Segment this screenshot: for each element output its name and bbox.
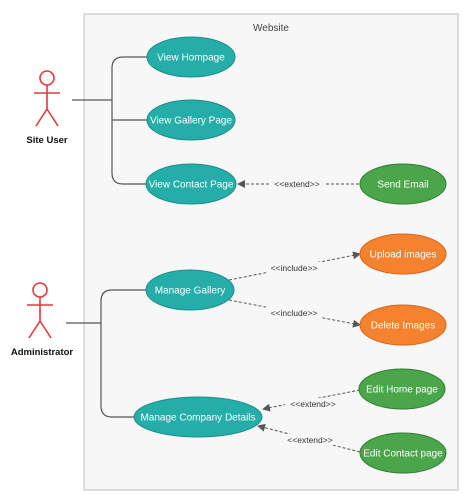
use-case-manage-company-details[interactable]: Manage Company Details — [133, 396, 263, 438]
actor-label: Administrator — [11, 347, 74, 358]
include-label-upload: <<include>> — [271, 263, 318, 273]
extend-label-send-email: <<extend>> — [274, 179, 319, 189]
use-case-view-contact-page[interactable]: View Contact Page — [145, 163, 237, 205]
use-case-label: Edit Home page — [366, 385, 438, 396]
use-case-upload-images[interactable]: Upload images — [359, 233, 447, 275]
use-case-label: Upload images — [370, 250, 437, 261]
include-label-delete: <<include>> — [271, 308, 318, 318]
actor-administrator[interactable]: Administrator — [11, 282, 74, 358]
use-case-delete-images[interactable]: Delete Images — [359, 304, 447, 346]
use-case-manage-gallery[interactable]: Manage Gallery — [145, 269, 235, 311]
site-user-associations — [72, 56, 150, 185]
stick-figure-icon — [27, 282, 53, 339]
use-case-label: Edit Contact page — [363, 449, 443, 460]
extend-line-edit-home — [262, 389, 361, 412]
use-case-send-email[interactable]: Send Email — [359, 163, 447, 205]
use-case-edit-home-page[interactable]: Edit Home page — [358, 368, 446, 410]
relationship-label-backgrounds — [266, 178, 341, 445]
use-case-label: Manage Company Details — [140, 413, 255, 424]
actor-site-user[interactable]: Site User — [26, 70, 68, 146]
use-case-label: Send Email — [377, 180, 428, 191]
use-case-label: View Contact Page — [149, 180, 234, 191]
extend-label-edit-contact: <<extend>> — [287, 435, 332, 445]
stick-figure-icon — [34, 70, 60, 127]
use-case-edit-contact-page[interactable]: Edit Contact page — [359, 432, 447, 474]
administrator-associations — [66, 289, 150, 418]
use-case-view-homepage[interactable]: View Hompage — [146, 36, 236, 78]
use-case-label: View Gallery Page — [150, 116, 233, 127]
use-case-label: View Hompage — [157, 53, 225, 64]
association-line — [100, 289, 150, 418]
actor-label: Site User — [26, 135, 67, 146]
extend-label-edit-home: <<extend>> — [290, 399, 335, 409]
boundary-title: Website — [253, 23, 289, 34]
use-case-view-gallery-page[interactable]: View Gallery Page — [146, 99, 236, 141]
use-case-label: Manage Gallery — [155, 286, 226, 297]
use-case-label: Delete Images — [371, 321, 435, 332]
